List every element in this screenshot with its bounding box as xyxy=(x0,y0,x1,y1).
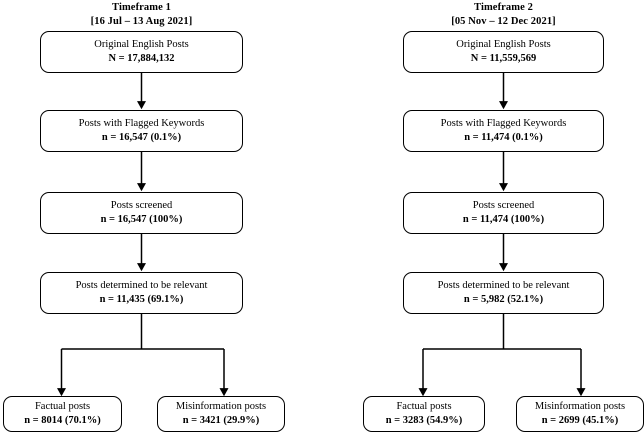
column-header-timeframe-1: Timeframe 1 [16 Jul – 13 Aug 2021] xyxy=(40,1,243,29)
node-count: n = 16,547 (100%) xyxy=(100,214,183,225)
node-right-misinformation-posts: Misinformation posts n = 2699 (45.1%) xyxy=(516,396,644,432)
node-count: N = 17,884,132 xyxy=(108,53,175,64)
node-left-factual-posts: Factual posts n = 8014 (70.1%) xyxy=(3,396,122,432)
node-count: n = 3421 (29.9%) xyxy=(182,415,260,426)
node-count: n = 11,474 (100%) xyxy=(462,214,545,225)
node-label: Factual posts xyxy=(396,401,452,412)
column-header-title: Timeframe 1 xyxy=(112,2,171,13)
node-label: Posts screened xyxy=(472,199,535,211)
column-header-daterange: [16 Jul – 13 Aug 2021] xyxy=(90,16,193,27)
branch-drops-left xyxy=(57,349,229,397)
node-right-flagged-keywords: Posts with Flagged Keywords n = 11,474 (… xyxy=(403,110,604,152)
node-label: Posts determined to be relevant xyxy=(75,279,208,291)
node-left-flagged-keywords: Posts with Flagged Keywords n = 16,547 (… xyxy=(40,110,243,152)
node-label: Posts with Flagged Keywords xyxy=(440,117,567,129)
node-left-original-posts: Original English Posts N = 17,884,132 xyxy=(40,31,243,73)
node-label: Posts determined to be relevant xyxy=(437,279,570,291)
node-count: n = 11,435 (69.1%) xyxy=(99,294,184,305)
node-left-posts-screened: Posts screened n = 16,547 (100%) xyxy=(40,192,243,234)
node-count: N = 11,559,569 xyxy=(470,53,537,64)
node-label: Factual posts xyxy=(34,401,91,412)
node-label: Misinformation posts xyxy=(534,401,626,412)
node-count: n = 16,547 (0.1%) xyxy=(101,132,182,143)
node-label: Original English Posts xyxy=(94,38,189,50)
node-label: Posts with Flagged Keywords xyxy=(78,117,205,129)
column-header-timeframe-2: Timeframe 2 [05 Nov – 12 Dec 2021] xyxy=(403,1,604,29)
node-right-original-posts: Original English Posts N = 11,559,569 xyxy=(403,31,604,73)
node-count: n = 11,474 (0.1%) xyxy=(464,132,543,143)
node-label: Posts screened xyxy=(110,199,173,211)
node-label: Misinformation posts xyxy=(175,401,267,412)
node-count: n = 3283 (54.9%) xyxy=(385,415,463,426)
node-count: n = 5,982 (52.1%) xyxy=(463,294,544,305)
node-count: n = 8014 (70.1%) xyxy=(24,415,101,426)
node-right-relevant-posts: Posts determined to be relevant n = 5,98… xyxy=(403,272,604,314)
column-header-title: Timeframe 2 xyxy=(474,2,533,13)
node-right-factual-posts: Factual posts n = 3283 (54.9%) xyxy=(363,396,485,432)
column-header-daterange: [05 Nov – 12 Dec 2021] xyxy=(451,16,556,27)
branch-drops-right xyxy=(418,349,586,397)
node-left-misinformation-posts: Misinformation posts n = 3421 (29.9%) xyxy=(157,396,285,432)
branch-connector-left xyxy=(61,314,224,350)
branch-connector-right xyxy=(423,314,581,350)
node-right-posts-screened: Posts screened n = 11,474 (100%) xyxy=(403,192,604,234)
node-count: n = 2699 (45.1%) xyxy=(541,415,619,426)
node-label: Original English Posts xyxy=(456,38,551,50)
node-left-relevant-posts: Posts determined to be relevant n = 11,4… xyxy=(40,272,243,314)
